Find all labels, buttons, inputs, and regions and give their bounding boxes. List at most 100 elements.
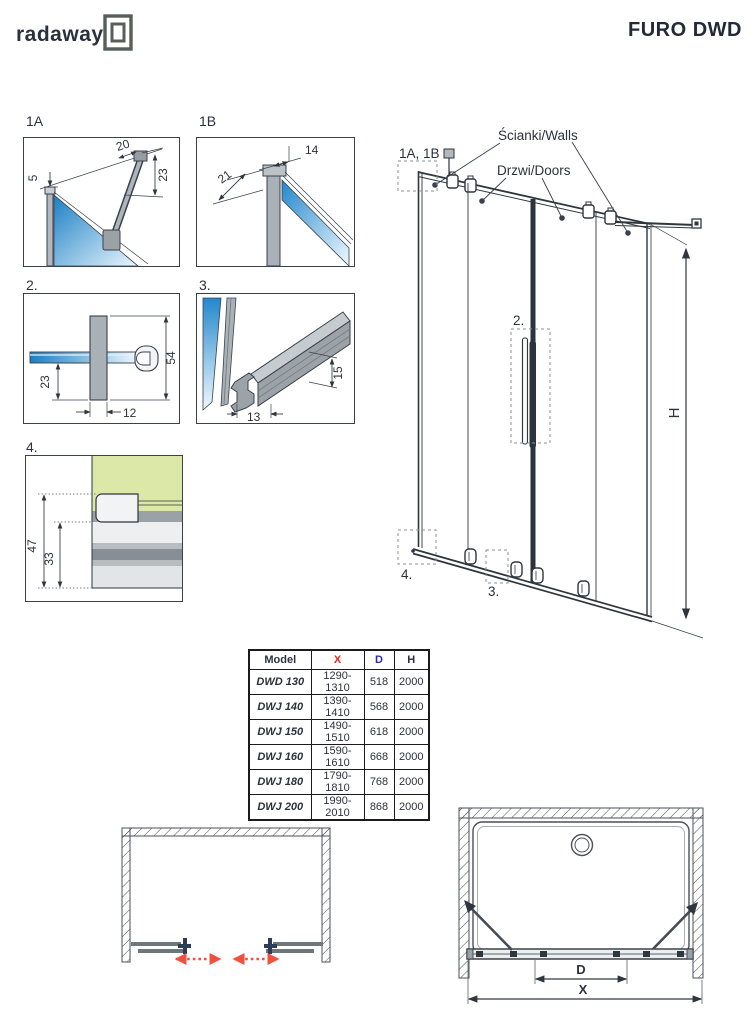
model-cell: DWD 130 xyxy=(248,668,312,695)
d-cell: 768 xyxy=(363,768,395,795)
dimension-20: 20 xyxy=(114,136,137,159)
svg-text:54: 54 xyxy=(164,351,178,365)
detail-3-box: 15 13 xyxy=(196,293,355,424)
h-cell: 2000 xyxy=(393,743,430,770)
detail-1a-label: 1A xyxy=(26,113,44,129)
model-cell: DWJ 150 xyxy=(248,718,312,745)
handle-knob xyxy=(134,345,159,372)
h-cell: 2000 xyxy=(393,693,430,720)
top-rollers xyxy=(446,171,617,225)
d-cell: 568 xyxy=(363,693,395,720)
detail-2-label: 2. xyxy=(26,277,38,293)
col-header-x: X xyxy=(310,649,365,670)
detail-3-drawing: 15 13 xyxy=(202,297,351,424)
dimension-21: 21 xyxy=(212,167,264,205)
svg-text:33: 33 xyxy=(42,552,56,566)
svg-text:23: 23 xyxy=(156,168,170,182)
x-cell: 1590-1610 xyxy=(310,743,365,770)
glass-panel xyxy=(29,351,139,364)
dimension-47: 47 xyxy=(25,494,47,588)
door-handle xyxy=(521,337,536,448)
door-seal-profile xyxy=(95,493,182,523)
logo-frame-icon xyxy=(103,14,133,51)
model-cell: DWJ 160 xyxy=(248,743,312,770)
model-cell: DWJ 180 xyxy=(248,768,312,795)
walls-hatched xyxy=(121,827,331,963)
d-cell: 868 xyxy=(363,793,395,820)
detail-1a-box: 20 23 5 xyxy=(23,136,180,267)
h-cell: 2000 xyxy=(393,768,430,795)
detail-callout-3: 3. xyxy=(485,549,509,599)
dimension-15: 15 xyxy=(308,351,345,389)
walls-hatched xyxy=(458,807,704,979)
svg-text:5: 5 xyxy=(26,174,40,181)
col-header-model: Model xyxy=(248,649,312,670)
wall-bracket-pin xyxy=(443,148,455,176)
glass-panel xyxy=(281,179,350,267)
support-bar xyxy=(102,150,148,251)
walls-label: Ścianki/Walls xyxy=(498,128,578,143)
callout-leaders xyxy=(432,141,631,236)
dimension-12: 12 xyxy=(76,402,137,420)
detail-1b-box: 14 21 xyxy=(196,137,355,267)
svg-text:15: 15 xyxy=(331,366,345,380)
dimension-x-label: X xyxy=(579,982,588,997)
logo-text: radaway xyxy=(16,23,104,46)
h-cell: 2000 xyxy=(393,718,430,745)
page-title: FURO DWD xyxy=(628,19,742,41)
x-cell: 1790-1810 xyxy=(310,768,365,795)
dimension-33: 33 xyxy=(42,522,63,588)
col-header-h: H xyxy=(393,649,430,670)
detail-2-box: 54 23 12 xyxy=(23,293,180,424)
dimension-5: 5 xyxy=(26,172,58,188)
svg-text:13: 13 xyxy=(247,410,261,423)
svg-text:23: 23 xyxy=(38,375,52,389)
handle-profile xyxy=(89,315,108,401)
table-row: DWJ 160 1590-1610 668 2000 xyxy=(248,743,430,770)
shower-tray xyxy=(472,821,690,955)
detail-callout-4: 4. xyxy=(397,529,437,582)
glass-edge xyxy=(53,191,149,265)
svg-text:3.: 3. xyxy=(488,584,499,599)
svg-text:20: 20 xyxy=(114,138,131,154)
model-cell: DWJ 140 xyxy=(248,693,312,720)
bottom-glides xyxy=(464,548,590,597)
dimension-x: X xyxy=(467,961,703,1004)
door-handles-top-view xyxy=(178,938,277,954)
bottom-rail-profile xyxy=(230,311,351,413)
table-row: DWJ 150 1490-1510 618 2000 xyxy=(248,718,430,745)
dimension-13: 13 xyxy=(227,404,283,424)
height-dimension: H xyxy=(649,223,691,620)
h-cell: 2000 xyxy=(393,668,430,695)
dimension-23: 23 xyxy=(123,147,170,198)
bottom-rail xyxy=(411,548,704,639)
dimension-14: 14 xyxy=(258,143,319,171)
wall-profile xyxy=(44,186,56,267)
svg-text:12: 12 xyxy=(123,406,137,420)
svg-text:4.: 4. xyxy=(401,567,412,582)
svg-text:21: 21 xyxy=(215,167,234,186)
detail-2-drawing: 54 23 12 xyxy=(29,315,178,420)
svg-text:47: 47 xyxy=(26,539,39,553)
model-cell: DWJ 200 xyxy=(248,793,312,820)
height-dimension-label: H xyxy=(666,408,683,419)
dimension-54: 54 xyxy=(110,315,178,401)
d-cell: 668 xyxy=(363,743,395,770)
detail-1b-drawing: 14 21 xyxy=(212,143,354,267)
detail-1a-drawing: 20 23 5 xyxy=(26,136,170,267)
support-braces xyxy=(464,900,698,951)
col-header-d: D xyxy=(363,649,395,670)
h-cell: 2000 xyxy=(393,793,430,820)
detail-3-label: 3. xyxy=(199,277,211,293)
door-rail-front xyxy=(466,948,694,960)
svg-text:1A, 1B: 1A, 1B xyxy=(399,146,440,161)
svg-text:14: 14 xyxy=(305,143,319,157)
dimension-23: 23 xyxy=(38,362,88,401)
spec-table: Model X D H DWD 130 1290-1310 518 2000 D… xyxy=(248,649,430,821)
d-cell: 618 xyxy=(363,718,395,745)
x-cell: 1990-2010 xyxy=(310,793,365,820)
detail-1b-label: 1B xyxy=(199,113,217,129)
leader-lines xyxy=(38,493,96,589)
glass-edge-2 xyxy=(284,171,354,241)
d-cell: 518 xyxy=(363,668,395,695)
